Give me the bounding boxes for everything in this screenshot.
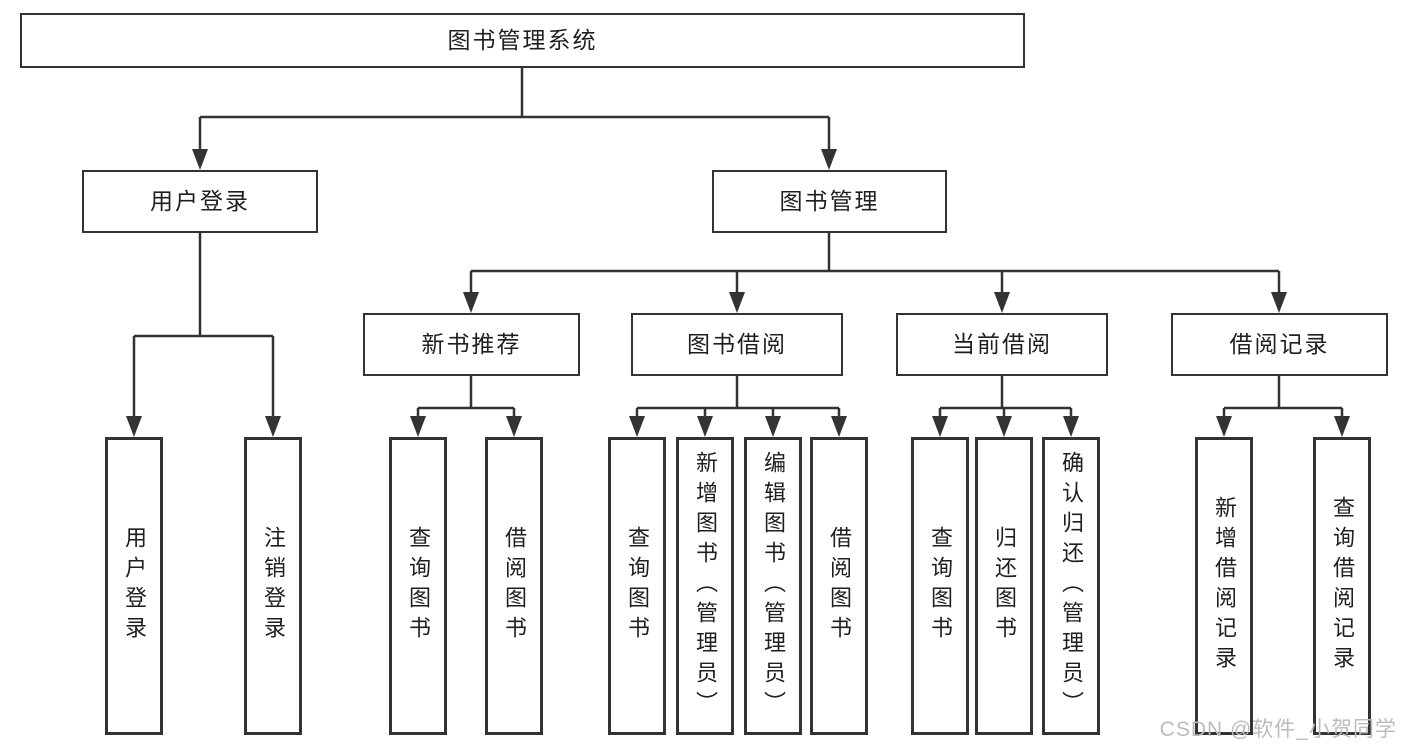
leaf-query-books-recommend: 查询图书 [389, 437, 447, 735]
leaf-confirm-return-admin: 确认归还（管理员） [1042, 437, 1100, 735]
leaf-query-borrow-record: 查询借阅记录 [1313, 437, 1371, 735]
leaf-borrow-books-recommend: 借阅图书 [485, 437, 543, 735]
node-book-management-module: 图书管理 [712, 170, 947, 233]
leaf-logout: 注销登录 [244, 437, 302, 735]
node-book-borrowing: 图书借阅 [631, 313, 843, 376]
leaf-user-login: 用户登录 [105, 437, 163, 735]
leaf-return-books: 归还图书 [975, 437, 1033, 735]
node-borrowing-records: 借阅记录 [1171, 313, 1388, 376]
csdn-watermark: CSDN @软件_小贺同学 [1159, 718, 1397, 741]
leaf-query-books-borrowing: 查询图书 [608, 437, 666, 735]
node-user-login-module: 用户登录 [82, 170, 318, 233]
node-root-system: 图书管理系统 [20, 13, 1025, 68]
leaf-add-borrow-record: 新增借阅记录 [1195, 437, 1253, 735]
leaf-borrow-books: 借阅图书 [810, 437, 868, 735]
node-new-book-recommendation: 新书推荐 [363, 313, 580, 376]
node-current-borrowing: 当前借阅 [896, 313, 1108, 376]
leaf-add-books-admin: 新增图书（管理员） [676, 437, 734, 735]
leaf-edit-books-admin: 编辑图书（管理员） [744, 437, 802, 735]
leaf-query-books-current: 查询图书 [911, 437, 969, 735]
